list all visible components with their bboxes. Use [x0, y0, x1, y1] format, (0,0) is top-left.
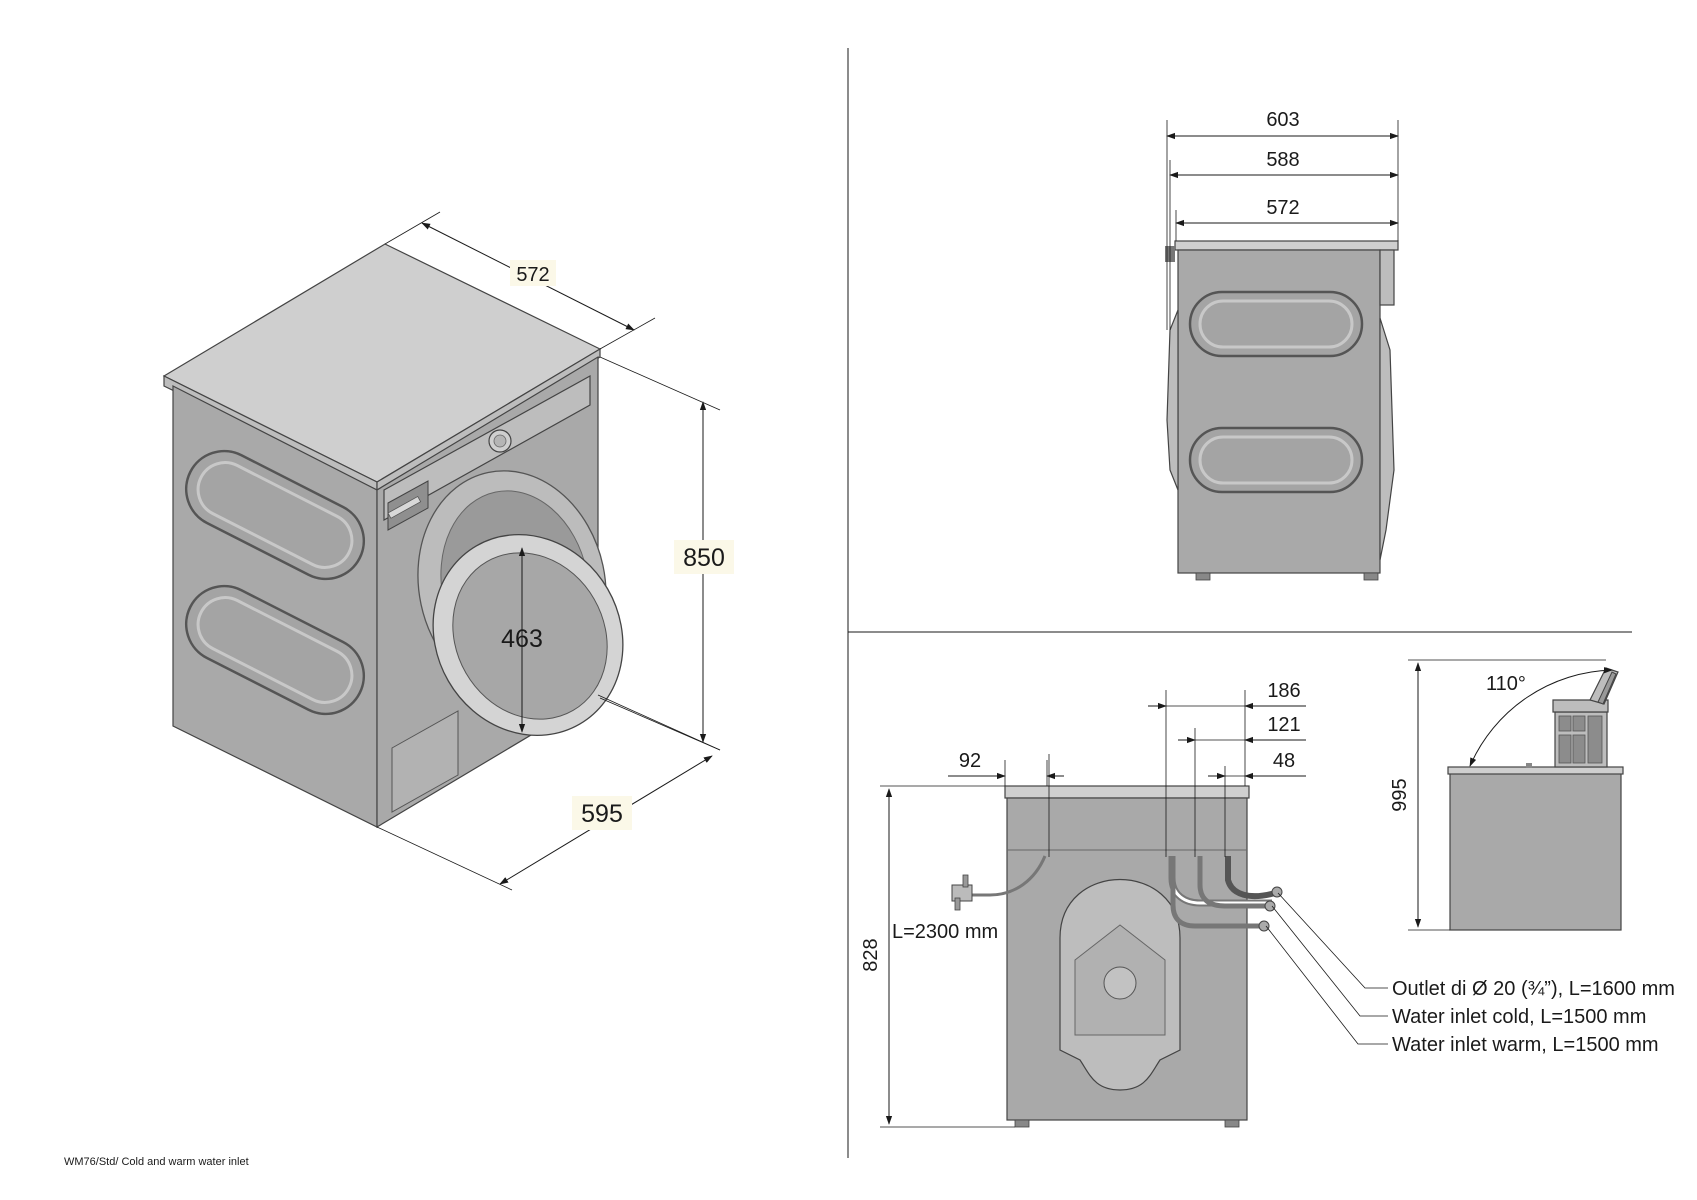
iso-drawer-handle: [387, 495, 422, 519]
lid-view: 110° 995: [1389, 659, 1624, 931]
rear-height-label: 828: [860, 938, 882, 971]
side-hole-lower: [1188, 426, 1364, 494]
callout-warm-leader: [1265, 925, 1388, 1045]
lid-top-slab: [1447, 766, 1624, 775]
side-foot-left: [1195, 572, 1211, 581]
callout-outlet: Outlet di Ø 20 (¾”), L=1600 mm: [1392, 978, 1675, 1000]
lid-angle-label: 110°: [1486, 673, 1526, 695]
iso-side-hole-lower: [184, 584, 366, 716]
side-rear-bump: [1379, 249, 1395, 306]
iso-width-label: 595: [581, 800, 623, 828]
rear-power-plug: [951, 884, 973, 902]
iso-service-hatch: [391, 710, 459, 813]
rear-foot-right: [1224, 1119, 1240, 1128]
footer-code: WM76/Std/ Cold and warm water inlet: [64, 1156, 249, 1168]
rear-cold-inlet-hose: [1197, 856, 1268, 909]
callout-cold-leader: [1271, 905, 1388, 1017]
isometric-view: 572 850 595 463: [162, 211, 734, 891]
rear-cable-length-label: L=2300 mm: [892, 921, 998, 943]
iso-door-label: 463: [501, 625, 543, 653]
rear-dim-92-label: 92: [959, 750, 981, 772]
iso-control-panel: [383, 374, 591, 522]
panel-dividers: [847, 48, 1632, 1158]
side-top-slab: [1174, 240, 1399, 251]
lid-body: [1449, 771, 1622, 931]
callout-inlet-warm: Water inlet warm, L=1500 mm: [1392, 1034, 1659, 1056]
rear-foot-left: [1014, 1119, 1030, 1128]
callout-inlet-cold: Water inlet cold, L=1500 mm: [1392, 1006, 1646, 1028]
side-foot-right: [1363, 572, 1379, 581]
side-door-bulge: [1166, 309, 1179, 491]
iso-height-label: 850: [683, 544, 725, 572]
side-rear-cover: [1379, 317, 1395, 561]
side-depth-overall-label: 603: [1266, 109, 1299, 131]
rear-dim-121-label: 121: [1267, 714, 1300, 736]
lid-height-label: 995: [1389, 778, 1411, 811]
iso-side-hole-upper: [184, 449, 366, 581]
side-depth-mid-label: 588: [1266, 149, 1299, 171]
rear-power-cable: [970, 855, 1047, 897]
rear-drum-bolt: [1103, 966, 1137, 1000]
rear-outlet-corrugated: [1225, 856, 1276, 900]
callout-outlet-leader: [1277, 892, 1388, 989]
rear-view: 186 121 48 92 828 L=2300 mm Outlet di Ø …: [860, 680, 1675, 1128]
rear-dim-48-label: 48: [1273, 750, 1295, 772]
side-hole-upper: [1188, 290, 1364, 358]
rear-top-slab: [1004, 785, 1250, 799]
side-depth-body-label: 572: [1266, 197, 1299, 219]
iso-door-glass: [452, 552, 608, 720]
lid-angle-arc: [1469, 667, 1613, 767]
rear-warm-inlet-hose: [1170, 856, 1262, 929]
side-view: 603 588 572: [1165, 109, 1399, 581]
rear-dim-186-label: 186: [1267, 680, 1300, 702]
iso-depth-label: 572: [516, 264, 549, 286]
